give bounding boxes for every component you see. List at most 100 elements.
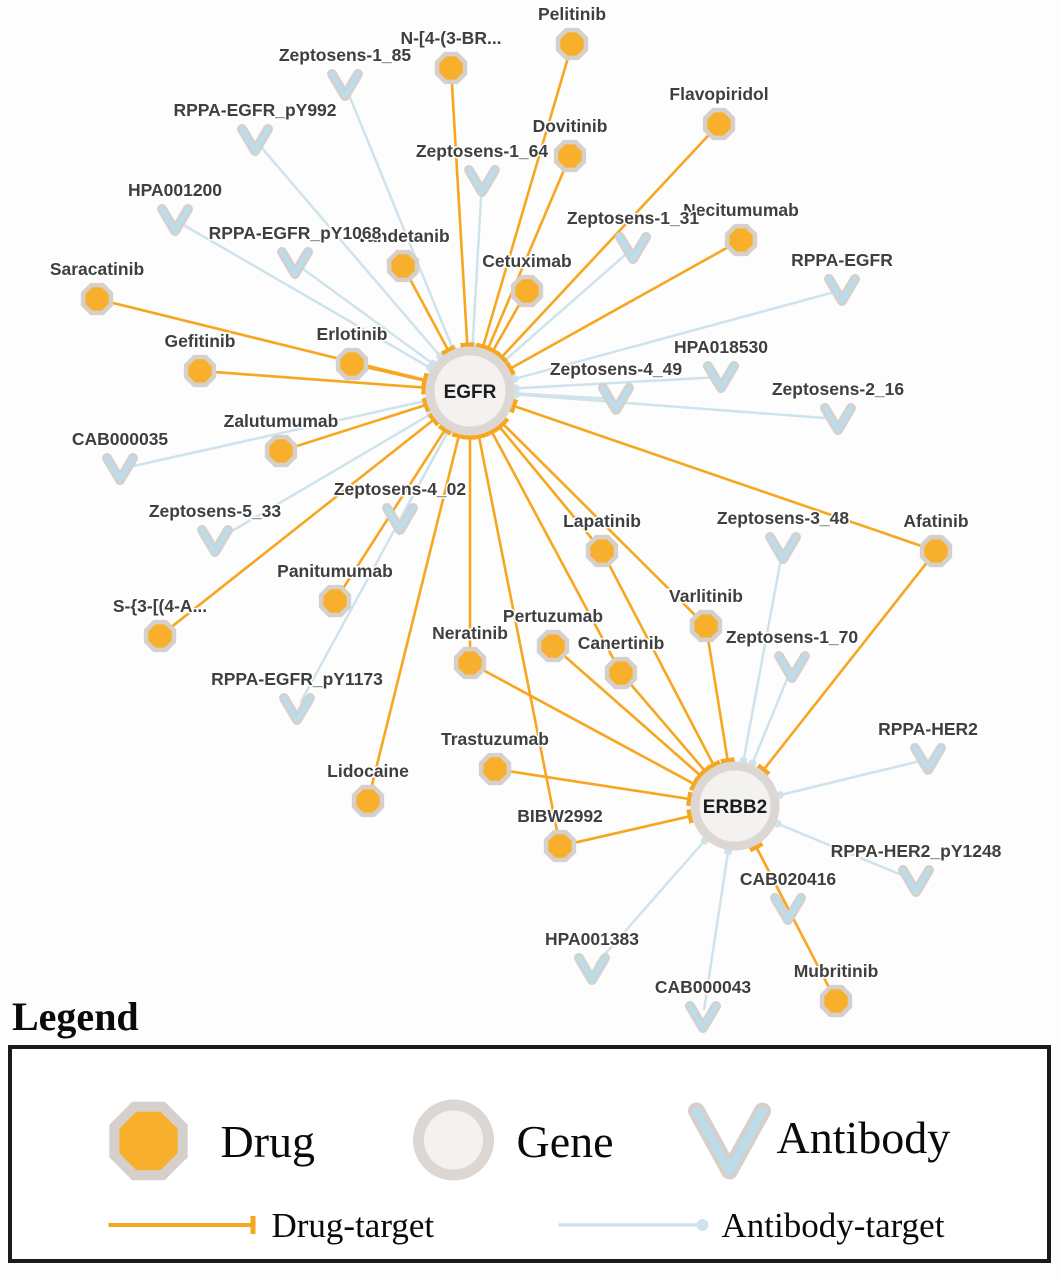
antibody-node: HPA001383 <box>543 928 641 985</box>
node-label: Lidocaine <box>327 761 409 781</box>
drug-octagon-icon <box>143 619 177 653</box>
drug-target-edge <box>508 398 923 548</box>
antibody-node: RPPA-EGFR_pY992 <box>172 99 338 156</box>
drug-target-edge <box>484 426 616 661</box>
antibody-target-dot-icon <box>696 1219 709 1231</box>
node-label: HPA001383 <box>545 929 639 949</box>
drug-octagon-icon <box>536 629 570 663</box>
legend-box: Drug Gene Antibody Drug-target Antibody-… <box>8 1045 1051 1263</box>
antibody-node: Zeptosens-4_49 <box>548 358 684 415</box>
node-label: Zeptosens-1_64 <box>416 141 549 161</box>
drug-octagon-icon <box>453 646 487 680</box>
gene-node: ERBB2 <box>690 761 780 851</box>
antibody-target-edge <box>511 376 715 393</box>
node-label: S-{3-[(4-A... <box>113 596 207 616</box>
antibody-target-edge <box>510 290 836 383</box>
drug-octagon-icon <box>478 752 512 786</box>
drug-target-edge <box>471 432 559 832</box>
drug-node: Dovitinib <box>531 115 609 173</box>
node-label: Mubritinib <box>794 961 879 981</box>
node-label: Pertuzumab <box>503 606 603 626</box>
antibody-node: HPA001200 <box>126 179 224 236</box>
node-label: N-[4-(3-BR... <box>400 28 501 48</box>
node-label: CAB000043 <box>655 977 752 997</box>
node-label: Cetuximab <box>482 251 571 271</box>
antibody-target-edge <box>299 427 452 704</box>
drug-target-edge <box>485 303 521 357</box>
antibody-node: HPA018530 <box>672 336 770 393</box>
antibody-chevron-icon-inner <box>687 1003 719 1031</box>
drug-octagon-icon <box>318 584 352 618</box>
antibody-target-edge <box>468 187 483 350</box>
drug-node: Pertuzumab <box>501 605 605 663</box>
drug-node: Mubritinib <box>792 960 880 1018</box>
antibody-target-edge <box>126 397 430 469</box>
antibody-chevron-icon-inner <box>822 405 854 433</box>
drug-octagon-icon <box>434 51 468 85</box>
antibody-chevron-icon-inner <box>900 867 932 895</box>
gene-icon <box>413 1099 494 1181</box>
antibody-chevron-icon-inner <box>826 276 858 304</box>
drug-node: Saracatinib <box>48 258 146 316</box>
drug-octagon-icon <box>819 984 853 1018</box>
node-label: Vandetanib <box>356 226 449 246</box>
drug-octagon-icon <box>80 282 114 316</box>
antibody-node: CAB000043 <box>653 976 753 1033</box>
edge-layer <box>111 58 928 1011</box>
drug-octagon-icon <box>585 534 619 568</box>
drug-target-edge <box>370 431 467 787</box>
drug-target-edge <box>480 169 566 354</box>
node-label: CAB000035 <box>72 429 169 449</box>
antibody-node: Zeptosens-5_33 <box>147 500 283 557</box>
drug-node: Cetuximab <box>481 250 573 308</box>
drug-target-tee-icon <box>250 1216 256 1234</box>
node-label: HPA001200 <box>128 180 222 200</box>
antibody-node: RPPA-HER2 <box>877 718 980 775</box>
drug-target-edge <box>563 654 707 783</box>
drug-node: Lidocaine <box>326 760 411 818</box>
node-label: Saracatinib <box>50 259 144 279</box>
antibody-target-edge <box>595 836 709 965</box>
legend-contents: Drug Gene Antibody Drug-target Antibody-… <box>108 1099 951 1245</box>
drug-target-edge <box>408 278 456 357</box>
drug-octagon-icon <box>553 139 587 173</box>
node-label: RPPA-HER2_pY1248 <box>831 841 1002 861</box>
gene-node: EGFR <box>425 346 515 436</box>
drug-node: S-{3-[(4-A... <box>111 595 209 653</box>
legend-drug-target-label: Drug-target <box>272 1206 435 1245</box>
drug-target-edge <box>111 301 430 388</box>
antibody-target-edge <box>220 410 435 539</box>
antibody-chevron-icon-inner <box>772 895 804 923</box>
drug-octagon-icon <box>335 347 369 381</box>
gene-circle-icon <box>690 761 780 851</box>
node-label: Gefitinib <box>165 331 236 351</box>
gene-label: ERBB2 <box>703 797 767 818</box>
node-label: Zeptosens-4_49 <box>550 359 683 379</box>
drug-node: BIBW2992 <box>516 805 605 863</box>
drug-target-edge <box>492 420 594 541</box>
antibody-target-edge <box>739 554 783 765</box>
legend-title: Legend <box>12 994 139 1039</box>
drug-octagon-icon <box>386 249 420 283</box>
antibody-node: RPPA-HER2_pY1248 <box>829 840 1003 897</box>
antibody-chevron-icon-inner <box>466 167 498 195</box>
drug-target-edge <box>509 770 694 807</box>
legend-gene-label: Gene <box>517 1116 614 1167</box>
antibody-chevron-icon-inner <box>617 234 649 262</box>
node-label: RPPA-EGFR_pY1068 <box>209 223 382 243</box>
antibody-chevron-icon-inner <box>199 527 231 555</box>
antibody-icon <box>688 1102 771 1180</box>
antibody-target-edge <box>500 251 629 365</box>
antibody-chevron-icon-inner <box>159 206 191 234</box>
antibody-chevron-icon-inner <box>384 505 416 533</box>
node-label: Neratinib <box>432 623 508 643</box>
antibody-target-edge <box>258 144 445 361</box>
legend-antibody-label: Antibody <box>777 1112 951 1163</box>
antibody-target-edge <box>702 847 733 1011</box>
antibody-node: RPPA-EGFR_pY1173 <box>210 668 385 725</box>
drug-node: Neratinib <box>431 622 509 680</box>
node-label: Panitumumab <box>277 561 393 581</box>
drug-target-edge <box>756 561 928 777</box>
antibody-chevron-icon-inner <box>767 534 799 562</box>
